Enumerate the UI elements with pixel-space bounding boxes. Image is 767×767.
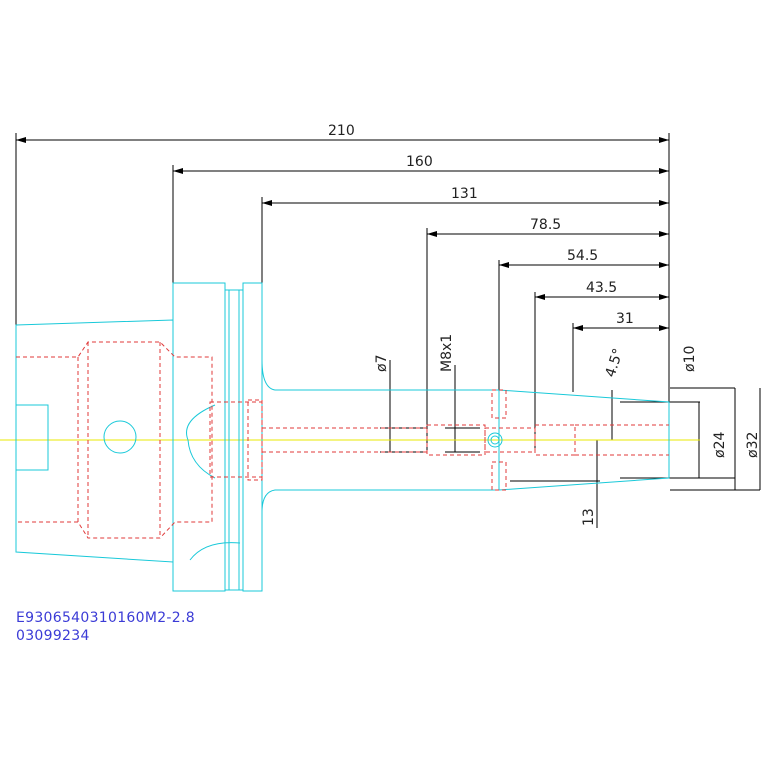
- dim-dia24: ø24: [712, 432, 728, 458]
- dim-43-5: 43.5: [586, 280, 617, 296]
- dim-dia7: ø7: [374, 355, 390, 372]
- dim-210: 210: [328, 123, 355, 139]
- dim-31: 31: [616, 311, 634, 327]
- part-code-line2: 03099234: [16, 628, 90, 644]
- dimension-labels: 210 160 131 78.5 54.5 43.5 31 ø7 M8x1 4.…: [328, 123, 761, 526]
- dim-131: 131: [451, 186, 478, 202]
- dim-13: 13: [581, 508, 597, 526]
- dim-dia32: ø32: [745, 432, 761, 458]
- part-code-line1: E9306540310160M2-2.8: [16, 610, 195, 626]
- dim-thread: M8x1: [439, 334, 455, 372]
- hidden-lines: [16, 341, 669, 539]
- tool-outline: [15, 282, 670, 592]
- dim-dia10: ø10: [682, 346, 698, 372]
- dim-160: 160: [406, 154, 433, 170]
- dim-78-5: 78.5: [530, 217, 561, 233]
- dim-54-5: 54.5: [567, 248, 598, 264]
- dim-angle: 4.5°: [603, 346, 627, 379]
- dimension-lines: [15, 133, 761, 528]
